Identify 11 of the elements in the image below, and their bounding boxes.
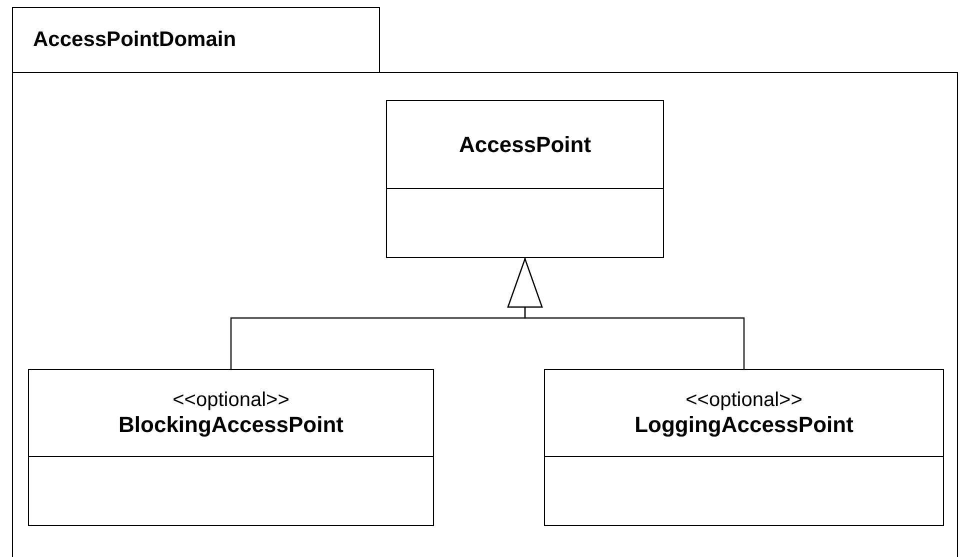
class-box xyxy=(386,100,664,258)
class-name: AccessPoint xyxy=(458,132,592,158)
package-name: AccessPointDomain xyxy=(33,28,236,52)
class-name: LoggingAccessPoint xyxy=(634,412,854,438)
class-box xyxy=(28,369,434,526)
class-name: BlockingAccessPoint xyxy=(118,412,344,438)
stereotype-label: <<optional>> xyxy=(172,388,290,412)
generalization-arrow xyxy=(507,258,745,369)
package-frame xyxy=(12,7,956,557)
stereotype-label: <<optional>> xyxy=(686,388,802,412)
class-box xyxy=(544,369,944,526)
